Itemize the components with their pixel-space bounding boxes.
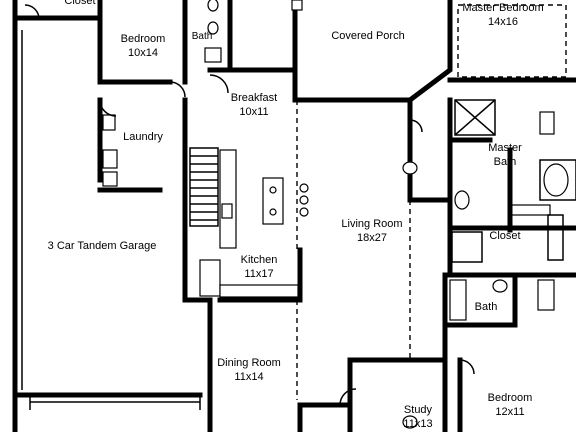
master-bath-label: Master Bath	[488, 141, 522, 169]
room-name: Kitchen	[240, 254, 278, 266]
bath-right-label: Bath	[475, 300, 498, 314]
top-bath-fixtures	[204, 0, 303, 63]
room-name: Dining Room	[217, 357, 281, 369]
room-name: Closet	[64, 0, 96, 7]
room-size: 11x14	[234, 371, 264, 383]
closet-door-arc	[24, 4, 40, 20]
room-size: 12x11	[495, 406, 525, 418]
living-room-label: Living Room 18x27	[341, 217, 402, 245]
closet-top-label: Closet	[64, 0, 95, 8]
walls	[12, 0, 576, 432]
room-name: Closet	[489, 230, 521, 242]
bath-top-label: Bath	[192, 30, 213, 44]
room-name: Bedroom	[487, 392, 533, 404]
garage-door	[29, 394, 201, 410]
staircase	[189, 147, 219, 227]
kitchen-label: Kitchen 11x17	[241, 253, 278, 281]
room-name: Bath	[474, 301, 498, 313]
study-label: Study 11x13	[403, 403, 432, 431]
breakfast-label: Breakfast 10x11	[231, 91, 277, 119]
room-size: 14x16	[488, 16, 518, 28]
covered-porch-label: Covered Porch	[331, 29, 404, 43]
room-name: Bath	[191, 31, 213, 42]
room-name: Living Room	[341, 218, 403, 230]
laundry-fixtures	[102, 114, 118, 187]
door-arcs	[99, 74, 475, 406]
bedroom-bottom-label: Bedroom 12x11	[488, 391, 533, 419]
master-bath-fixtures	[451, 99, 576, 263]
kitchen-counters	[199, 149, 309, 298]
room-name: Breakfast	[230, 92, 278, 104]
garage-label: 3 Car Tandem Garage	[48, 239, 157, 253]
room-size: 10x11	[239, 106, 269, 118]
closet-master-label: Closet	[489, 229, 520, 243]
room-size: 18x27	[357, 232, 387, 244]
master-bath-walls	[447, 137, 576, 233]
laundry-label: Laundry	[123, 130, 163, 144]
room-name: Covered Porch	[331, 30, 405, 42]
room-name: Bedroom	[120, 33, 166, 45]
room-size: 11x17	[244, 268, 274, 280]
dashed-openings	[296, 100, 411, 400]
dining-room-label: Dining Room 11x14	[217, 356, 281, 384]
room-name-2: Bath	[493, 156, 517, 168]
room-name: Laundry	[123, 131, 163, 143]
room-size: 10x14	[128, 47, 158, 59]
master-bedroom-label: Master Bedroom 14x16	[462, 1, 543, 29]
bedroom-top-label: Bedroom 10x14	[121, 32, 166, 60]
room-name: Master	[488, 142, 522, 154]
master-bedroom-rug	[457, 4, 567, 78]
room-name: Study	[403, 404, 433, 416]
right-bath-fixtures	[402, 161, 555, 429]
room-name: 3 Car Tandem Garage	[47, 240, 157, 252]
room-size: 11x13	[403, 418, 433, 430]
room-name: Master Bedroom	[462, 2, 544, 14]
